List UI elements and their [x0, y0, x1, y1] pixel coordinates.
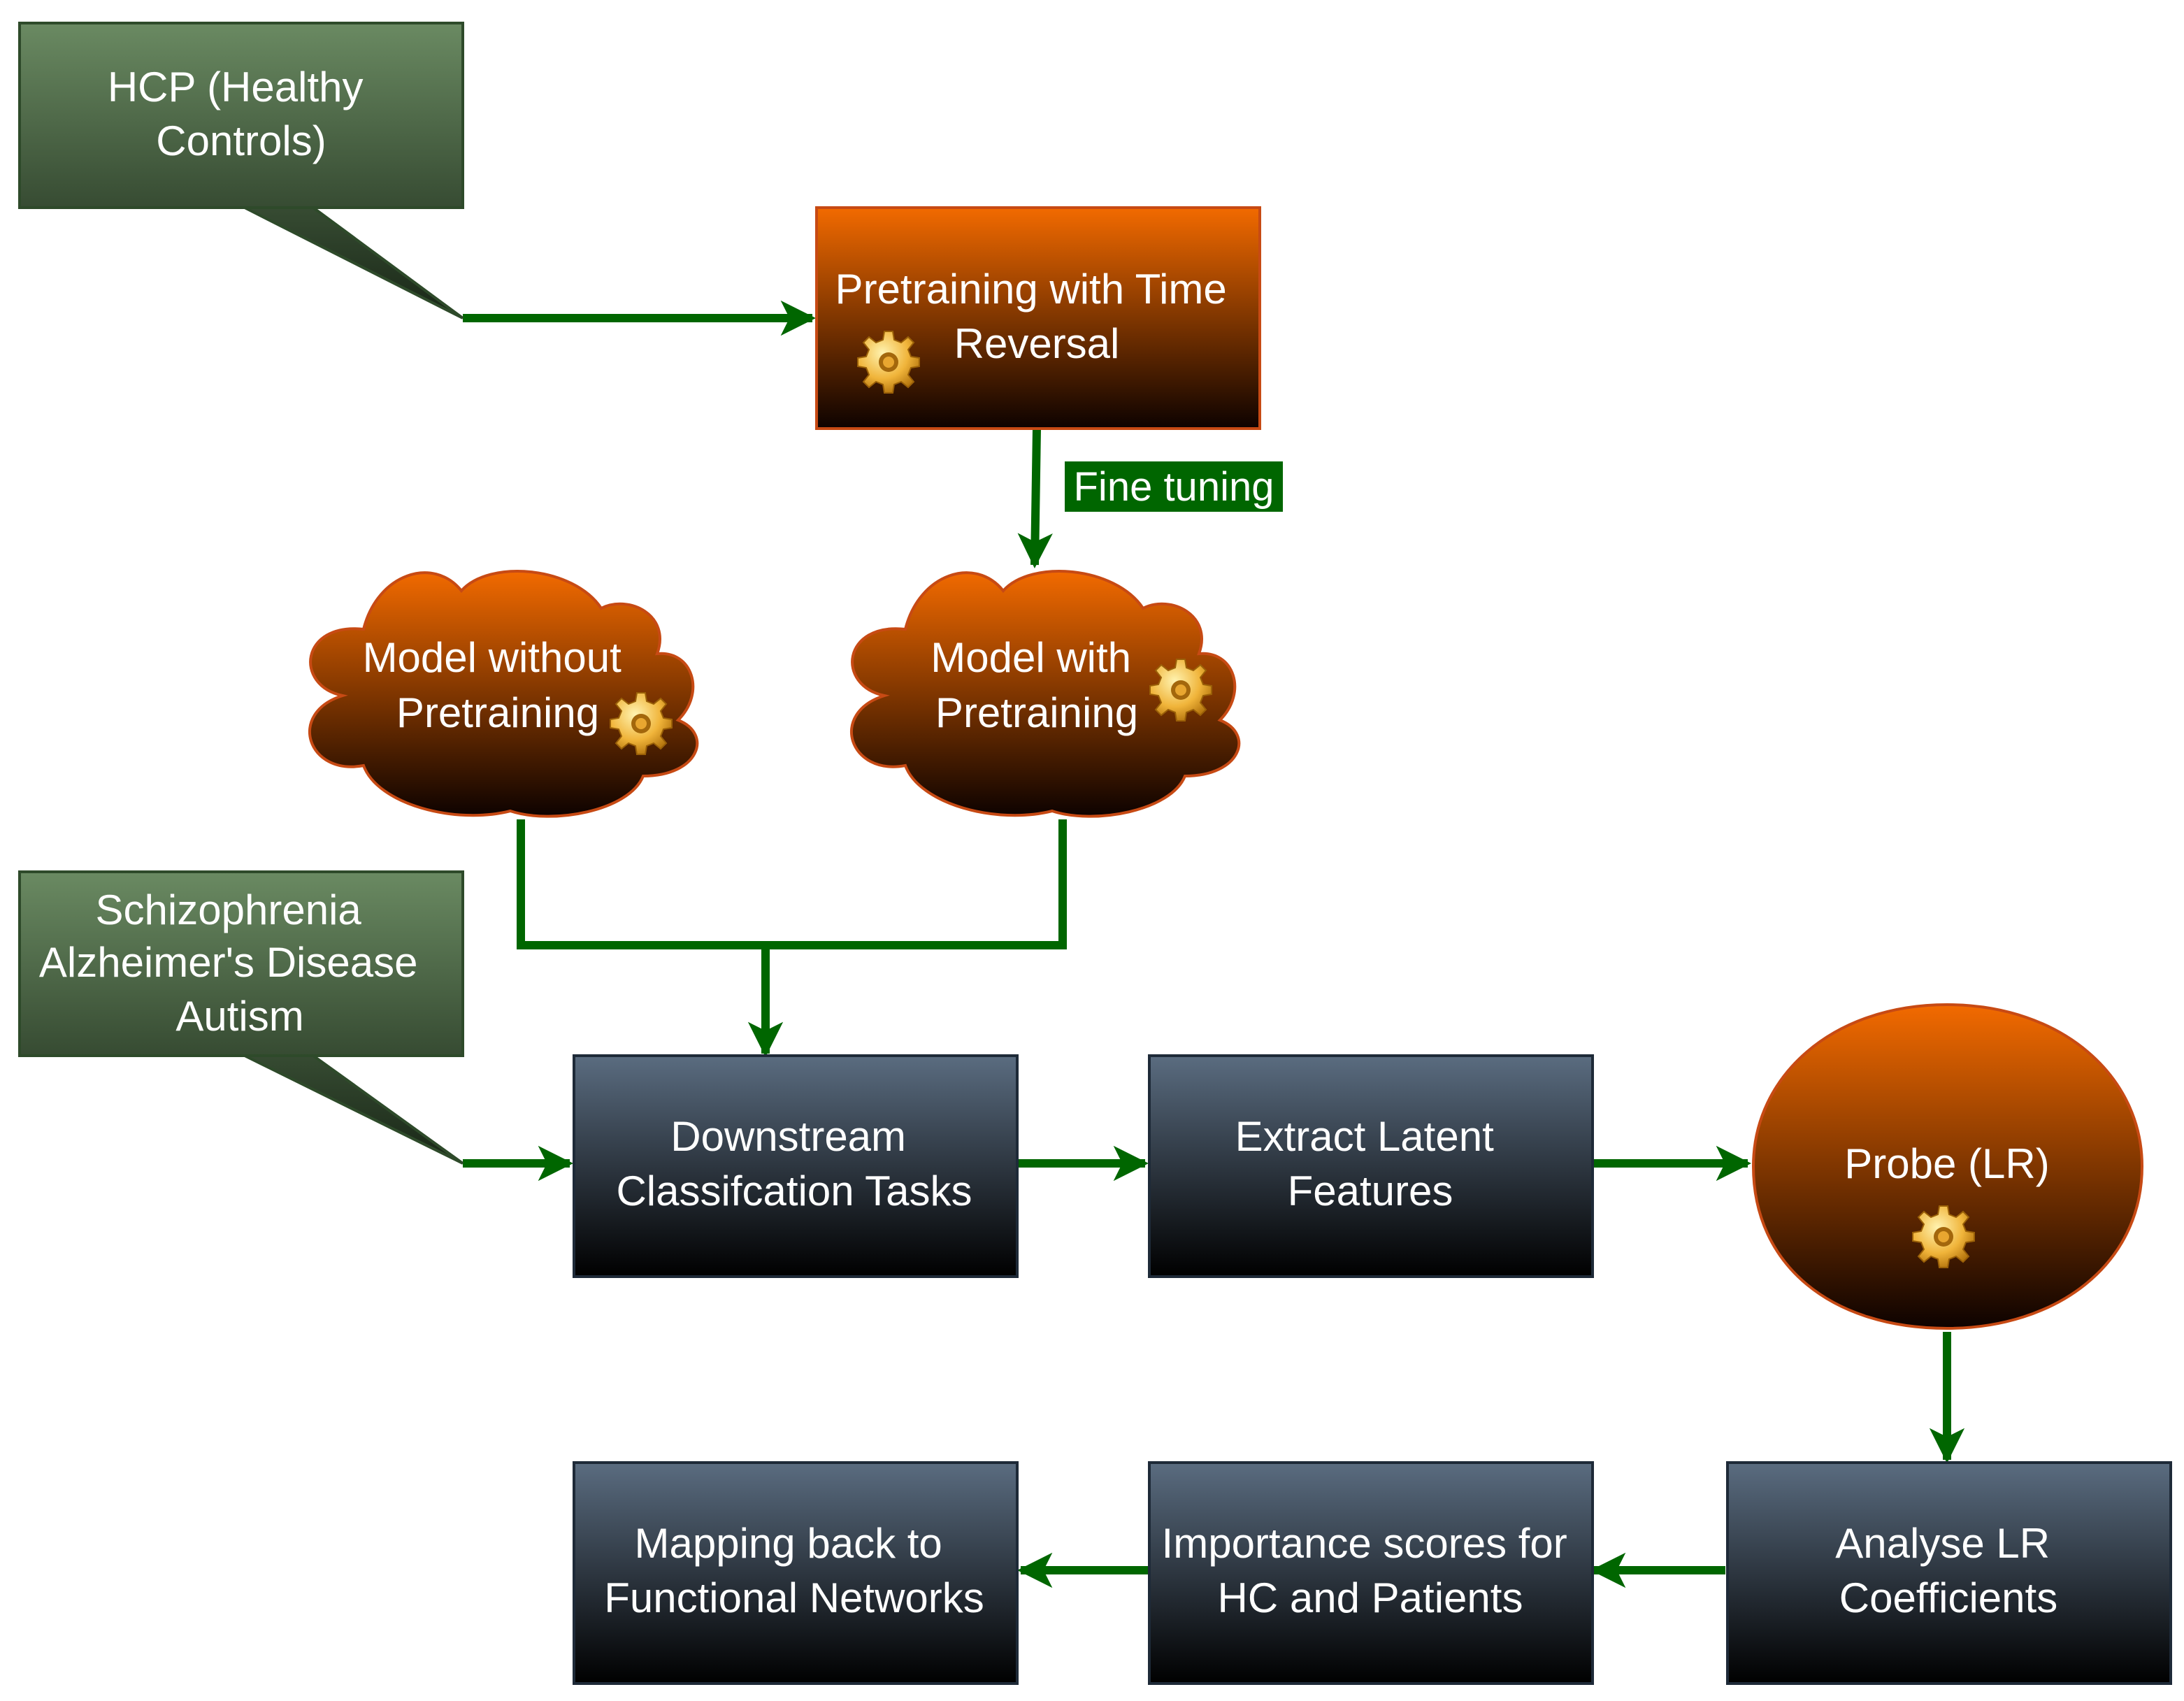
model-without-label-line-2: Pretraining	[396, 689, 599, 736]
arrows	[463, 300, 1965, 1588]
gear-icon	[857, 331, 920, 394]
svg-text:Downstream Classifcation: Downstream Classifcation Tasks	[616, 1113, 972, 1214]
svg-text:Pretraining with Time Re: Pretraining with Time Reversal	[835, 266, 1239, 367]
disorders-callout[interactable]: Schizophrenia Alzheimer's Disease Autism	[18, 870, 464, 1165]
importance-box[interactable]: Importance scores for HC and Patients	[1148, 1461, 1594, 1685]
mapping-box[interactable]: Mapping back to Functional Networks	[573, 1461, 1019, 1685]
svg-text:Schizophrenia Alzheimer': Schizophrenia Alzheimer's Disease Autism	[39, 887, 429, 1040]
model-without-pretraining-cloud[interactable]: Model without Pretraining	[308, 570, 699, 818]
gear-icon	[1149, 659, 1212, 722]
svg-text:Model without Pretrainin: Model without Pretraining	[363, 634, 633, 736]
hcp-callout[interactable]: HCP (Healthy Controls)	[18, 22, 464, 320]
probe-node[interactable]: Probe (LR)	[1751, 1003, 2144, 1330]
analyse-label-line-1: Analyse LR	[1835, 1520, 2050, 1567]
svg-text:Extract Latent Features: Extract Latent Features	[1235, 1113, 1506, 1214]
hcp-label-line-2: Controls)	[156, 117, 326, 164]
disorders-label-line-2: Alzheimer's Disease	[39, 939, 418, 986]
svg-text:Analyse LR Coefficients: Analyse LR Coefficients	[1835, 1520, 2062, 1621]
probe-label: Probe (LR)	[1844, 1140, 2049, 1187]
gear-icon	[1912, 1205, 1975, 1268]
pretraining-box[interactable]: Pretraining with Time Reversal	[815, 206, 1261, 430]
disorders-label-line-1: Schizophrenia	[96, 887, 362, 933]
arrow-pretraining-to-model-with	[1017, 428, 1053, 569]
analyse-box[interactable]: Analyse LR Coefficients	[1726, 1461, 2172, 1685]
gear-icon	[610, 692, 673, 755]
extract-label-line-1: Extract Latent	[1235, 1113, 1495, 1160]
edge-label-fine-tuning: Fine tuning	[1065, 461, 1283, 512]
mapping-label-line-2: Functional Networks	[604, 1574, 984, 1621]
edge-label-background	[1065, 461, 1283, 512]
svg-text:Model with Pretraining: Model with Pretraining	[931, 634, 1142, 736]
downstream-label-line-2: Classifcation Tasks	[616, 1168, 972, 1214]
svg-text:Importance scores for HC: Importance scores for HC and Patients	[1162, 1520, 1579, 1621]
model-without-label-line-1: Model without	[363, 634, 622, 681]
mapping-label-line-1: Mapping back to	[635, 1520, 942, 1567]
analyse-label-line-2: Coefficients	[1839, 1574, 2057, 1621]
model-with-pretraining-cloud[interactable]: Model with Pretraining	[849, 570, 1241, 818]
extract-label-line-2: Features	[1288, 1168, 1453, 1214]
pretraining-label-line-1: Pretraining with Time	[835, 266, 1227, 313]
downstream-label-line-1: Downstream	[670, 1113, 906, 1160]
downstream-box[interactable]: Downstream Classifcation Tasks	[573, 1054, 1019, 1278]
arrow-models-to-downstream	[517, 819, 1067, 1054]
extract-box[interactable]: Extract Latent Features	[1148, 1054, 1594, 1278]
pretraining-label-line-2: Reversal	[954, 320, 1120, 367]
svg-text:HCP (Healthy Controls): HCP (Healthy Controls)	[108, 64, 375, 164]
hcp-label-line-1: HCP (Healthy	[108, 64, 364, 110]
fine-tuning-label: Fine tuning	[1074, 464, 1274, 510]
model-with-label-line-2: Pretraining	[935, 689, 1138, 736]
importance-label-line-1: Importance scores for	[1162, 1520, 1567, 1567]
importance-label-line-2: HC and Patients	[1218, 1574, 1523, 1621]
svg-text:Mapping back to Function: Mapping back to Functional Networks	[604, 1520, 984, 1621]
model-with-label-line-1: Model with	[931, 634, 1131, 681]
disorders-label-line-3: Autism	[175, 993, 303, 1040]
